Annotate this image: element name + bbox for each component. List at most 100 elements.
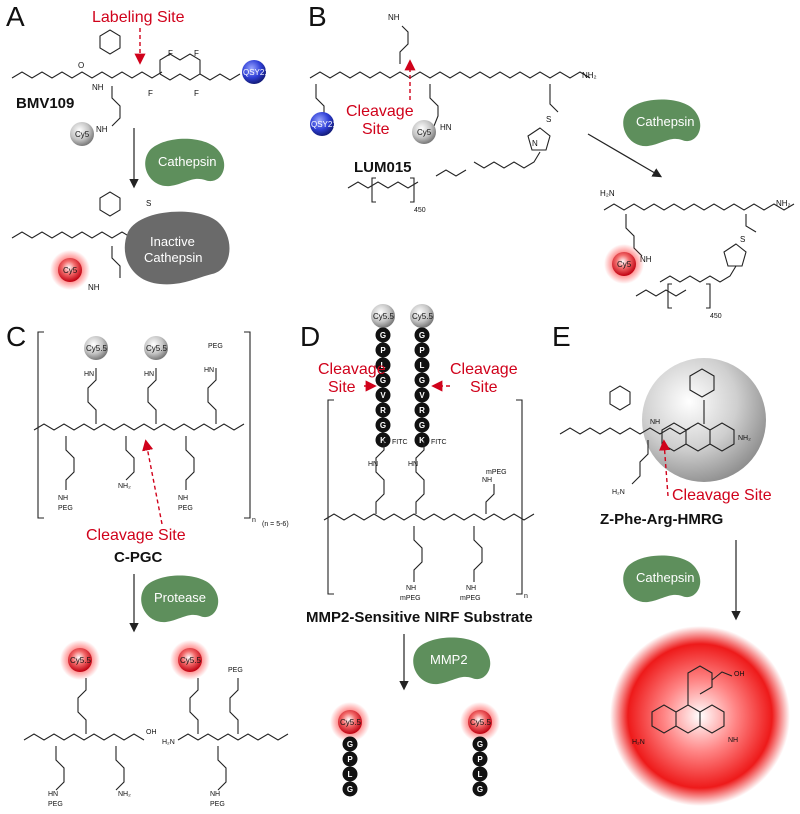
cleavage-site-c: Cleavage Site [86, 527, 186, 544]
cy55-dye-c3 [68, 648, 92, 672]
chain-d1-bead-6 [375, 417, 391, 433]
peg-bracket-b2 [667, 283, 711, 309]
product-b-backbone [603, 203, 795, 211]
lactone-ring-e [689, 368, 715, 424]
hn-b: HN [440, 123, 452, 132]
chain-d2-residue-4: V [419, 391, 425, 400]
cy55-label-d3: Cy5.5 [340, 718, 361, 727]
hn-d1: HN [368, 461, 378, 468]
fragment-d2-bead-2 [472, 766, 488, 782]
fragment-d2-bead-1 [472, 751, 488, 767]
chain-d1-residue-7: K [380, 436, 386, 445]
lum015-arg-chain [399, 25, 409, 64]
mpeg-d-top: mPEG [486, 469, 507, 476]
zphe-backbone [559, 427, 691, 435]
fragment-d1-bead-0 [342, 736, 358, 752]
n-e: NH [650, 419, 660, 426]
panel-label-b: B [308, 1, 327, 32]
product-a-phenyl [99, 191, 121, 217]
peg-c-top: PEG [208, 343, 223, 350]
product-c1-lys-down [55, 746, 65, 791]
chain-d1-residue-6: G [380, 421, 386, 430]
cpgc-lys-down-1 [65, 436, 75, 490]
hn-d2: HN [408, 461, 418, 468]
lum015-lys-left [315, 84, 325, 116]
chain-d2-bead-6 [414, 417, 430, 433]
nh-a3: NH [88, 283, 100, 292]
product-c2-lys [189, 678, 199, 734]
chain-d2-bead-2 [414, 357, 430, 373]
product-c2-backbone [177, 733, 289, 741]
cy5-dye-a-bottom [58, 258, 82, 282]
cleavage-line2-d-left: Site [328, 379, 356, 396]
chain-d2-residue-1: P [419, 346, 425, 355]
cy55-dye-d4 [468, 710, 492, 734]
bmv109-name: BMV109 [16, 95, 74, 112]
chain-d1-bead-2 [375, 357, 391, 373]
peg-chain-b [347, 181, 419, 189]
nh-a2: NH [96, 125, 108, 134]
f-1: F [168, 49, 173, 58]
chain-d2-residue-7: K [419, 436, 425, 445]
chain-d2-residue-2: L [420, 361, 425, 370]
panel-label-d: D [300, 321, 320, 352]
chain-d1-residue-1: P [380, 346, 386, 355]
product-a-lys [111, 246, 121, 278]
nh2-c2: NH₂ [118, 791, 131, 798]
inactive-label-1: Inactive [150, 234, 195, 249]
f-4: F [194, 89, 199, 98]
product-c2-lys-down [217, 746, 227, 791]
cy55-dye-d1 [371, 304, 395, 328]
mpeg-d2: mPEG [460, 595, 481, 602]
chain-d1-residue-5: R [380, 406, 386, 415]
oh-c: OH [146, 729, 157, 736]
fragment-d2-residue-2: L [478, 770, 483, 779]
chain-d2-bead-1 [414, 342, 430, 358]
labeling-site-label: Labeling Site [92, 9, 185, 26]
cleavage-site-e: Cleavage Site [672, 487, 772, 504]
oh-e: OH [734, 671, 745, 678]
product-b-cys [745, 214, 757, 233]
cy5-label-a-top: Cy5 [75, 130, 90, 139]
chain-d2-residue-0: G [419, 331, 425, 340]
chain-d2-bead-0 [414, 327, 430, 343]
nh-c3: NH [210, 791, 220, 798]
nh2-b: NH₂ [582, 71, 597, 80]
peg-c3: PEG [48, 801, 63, 808]
chain-d1-residue-3: G [380, 376, 386, 385]
peg-c2: PEG [178, 505, 193, 512]
cy5-dye-b-product [612, 252, 636, 276]
h2n-b: H₂N [600, 189, 615, 198]
cathepsin-label-e: Cathepsin [636, 570, 695, 585]
nh-d-top: NH [482, 477, 492, 484]
chain-d2-bead-5 [414, 402, 430, 418]
chain-d1-residue-2: L [381, 361, 386, 370]
hn-peg-c: HN [48, 791, 58, 798]
cy55-label-c1: Cy5.5 [86, 344, 107, 353]
h2n-c: H₂N [162, 739, 175, 746]
cpgc-lys-up-1 [87, 368, 97, 424]
nh-a1: NH [92, 83, 104, 92]
o-a1: O [78, 61, 84, 70]
product-c1-lys [77, 678, 87, 734]
cy5-dye-a-top [70, 122, 94, 146]
cleavage-line2-b: Site [362, 121, 390, 138]
mmp2-label: MMP2 [430, 652, 468, 667]
n-sub-c: n [252, 517, 256, 524]
n-range-c: (n = 5-6) [262, 521, 289, 528]
panel-label-a: A [6, 1, 25, 32]
product-c1-lys-down2 [115, 746, 125, 791]
qsy21-quencher-a [242, 60, 266, 84]
cpgc-lys-up-3 [207, 368, 217, 424]
sub450-b: 450 [414, 207, 426, 214]
chain-d1-bead-1 [375, 342, 391, 358]
chain-d2-residue-3: G [419, 376, 425, 385]
peg-c1: PEG [58, 505, 73, 512]
peg-chain-b2 [635, 289, 687, 297]
bmv109-backbone [11, 71, 163, 79]
nh-plus-e: NH [728, 737, 738, 744]
